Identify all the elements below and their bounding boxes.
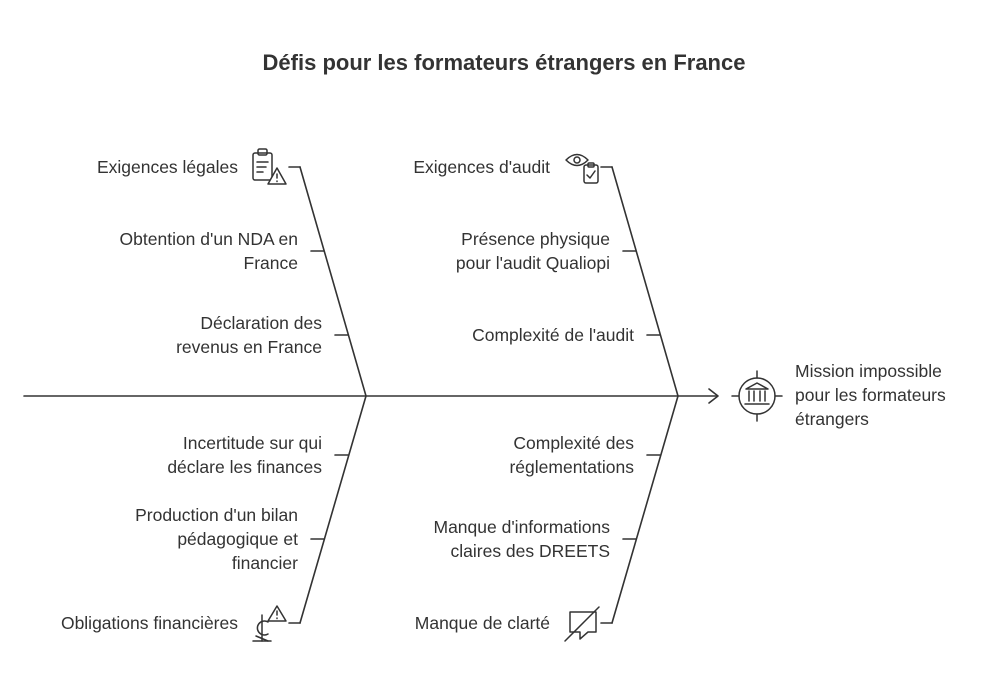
bone-financial [299,395,367,624]
bank-target-icon [731,370,783,422]
outcome-label: Mission impossible pour les formateurs é… [795,361,946,429]
bone-audit [611,166,679,397]
cause-label-clarity-1: Complexité des réglementations [509,433,634,477]
cause-label-financial-2: Production d'un bilan pédagogique et fin… [135,505,298,573]
clipboard-warning-icon [252,148,287,185]
category-label-audit: Exigences d'audit [413,157,550,177]
category-label-financial: Obligations financières [60,613,238,633]
cause-label-clarity-2: Manque d'informations claires des DREETS [433,517,611,561]
eye-clipboard-icon [565,153,599,184]
cause-label-audit-2: Complexité de l'audit [472,325,634,345]
page-title: Défis pour les formateurs étrangers en F… [262,50,746,75]
cause-label-audit-1: Présence physique pour l'audit Qualiopi [455,229,610,273]
cause-label-legal-1: Obtention d'un NDA en France [119,229,298,273]
bone-legal [299,166,367,397]
category-label-legal: Exigences légales [96,157,238,177]
money-warning-icon [252,605,287,642]
spine-arrowhead [708,388,719,404]
cause-label-financial-1: Incertitude sur qui déclare les finances [167,433,322,477]
bone-clarity [611,395,679,624]
cause-label-legal-2: Déclaration des revenus en France [176,313,322,357]
message-off-icon [564,606,600,642]
category-label-clarity: Manque de clarté [414,613,550,633]
